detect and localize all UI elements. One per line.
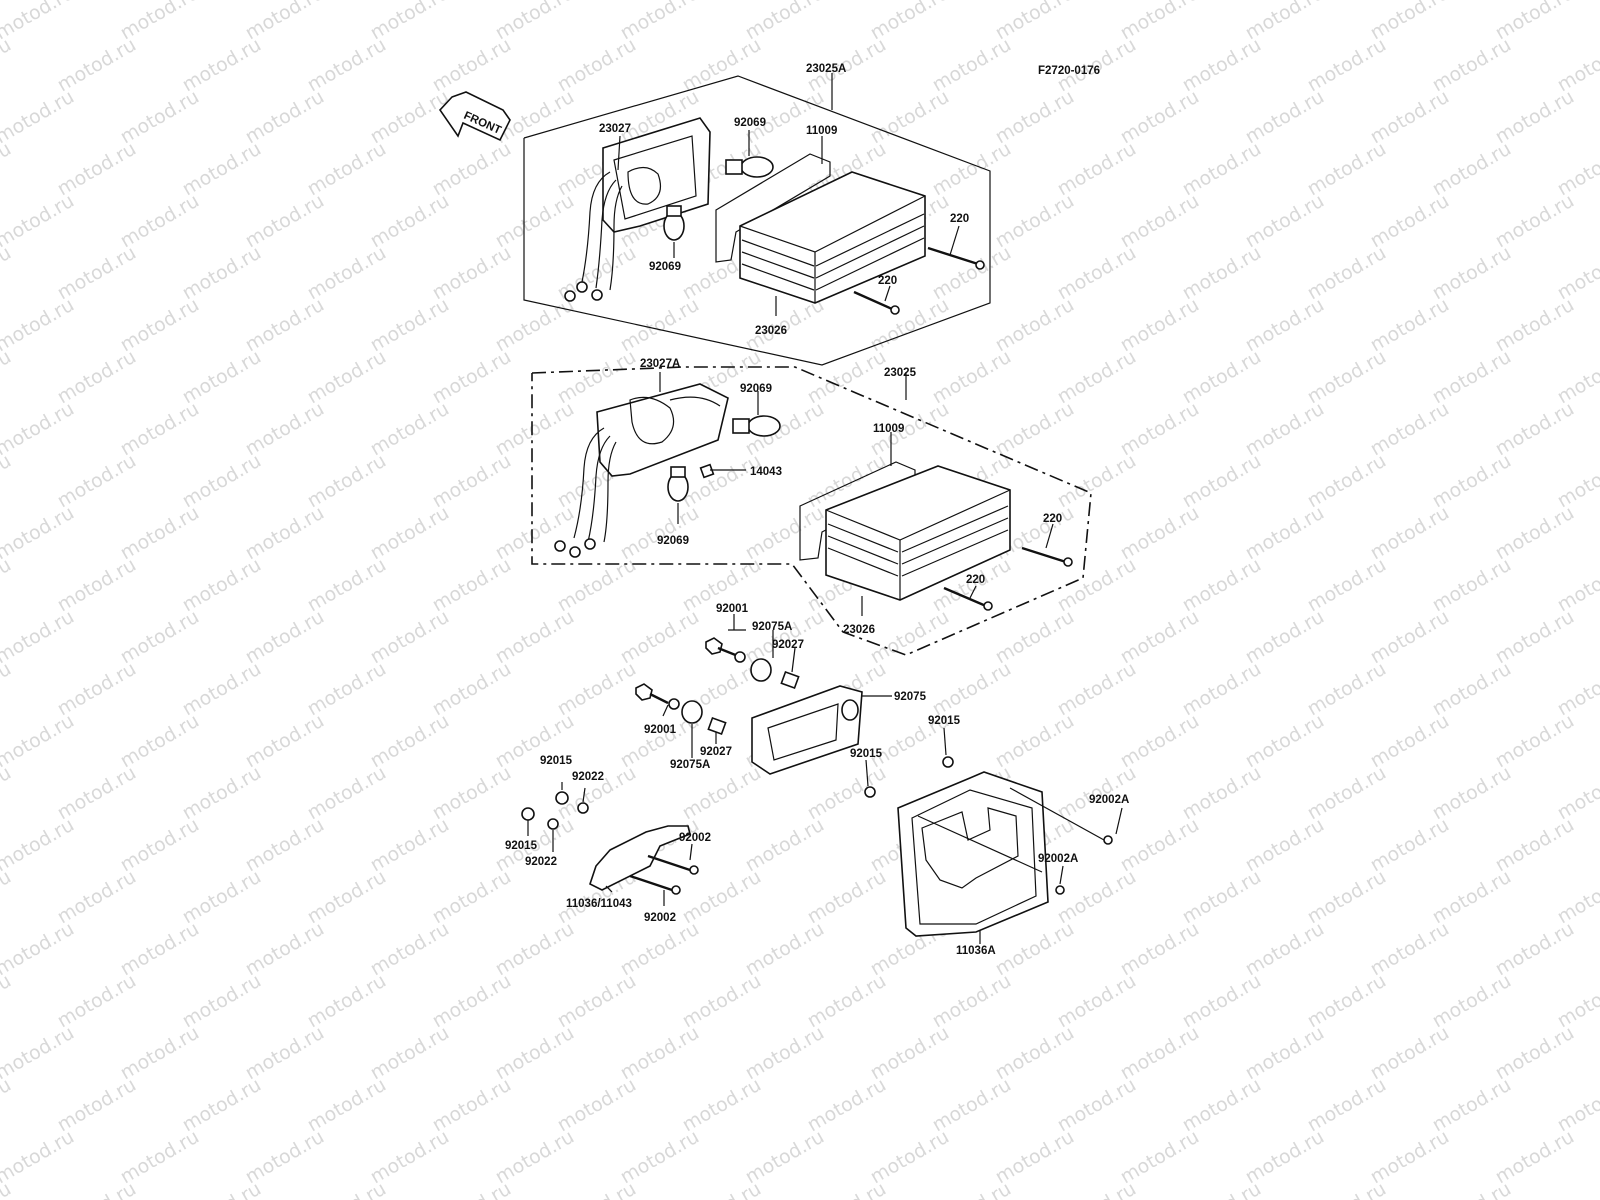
callout: 92015	[540, 755, 573, 767]
watermark-text: motod.ru	[1554, 1178, 1600, 1200]
callout: 92001	[716, 603, 749, 615]
watermark-text: motod.ru	[1429, 1178, 1515, 1200]
callout: 11009	[806, 125, 837, 137]
figure-code: F2720-0176	[1038, 65, 1100, 77]
watermark-text: motod.ru	[0, 190, 78, 253]
watermark-text: motod.ru	[0, 1126, 78, 1189]
callout: 92002A	[1089, 794, 1129, 806]
watermark-text: motod.ru	[0, 34, 15, 97]
callout: 220	[966, 574, 985, 586]
callout: 23026	[843, 624, 875, 636]
watermark-text: motod.ru	[0, 398, 78, 461]
license-light-assembly	[521, 614, 1123, 944]
callout: 92002	[644, 912, 676, 924]
front-arrow-icon: FRONT	[438, 91, 511, 142]
callout: 23025	[884, 367, 917, 379]
watermark-text: motod.ru	[1554, 762, 1600, 825]
callout: 220	[878, 275, 897, 287]
watermark-text: motod.ru	[679, 1178, 765, 1200]
callout: 92075	[894, 691, 927, 703]
callout: 23027A	[640, 358, 680, 370]
watermark-text: motod.ru	[1554, 658, 1600, 721]
callout: 92022	[525, 856, 557, 868]
callout: 23025A	[806, 63, 846, 75]
upper-tail-light-assembly	[523, 73, 991, 366]
watermark-text: motod.ru	[1554, 34, 1600, 97]
watermark-text: motod.ru	[1554, 554, 1600, 617]
callout: 92015	[505, 840, 538, 852]
callout: 92075A	[752, 621, 792, 633]
watermark-text: motod.ru	[804, 1178, 890, 1200]
watermark-text: motod.ru	[0, 710, 78, 773]
callout: 92069	[734, 117, 766, 129]
watermark-text: motod.ru	[0, 294, 78, 357]
watermark-text: motod.ru	[0, 242, 15, 305]
watermark-text: motod.ru	[1554, 242, 1600, 305]
watermark-text: motod.ru	[1054, 1178, 1140, 1200]
watermark-text: motod.ru	[554, 1178, 640, 1200]
lower-tail-light-assembly	[531, 366, 1092, 656]
watermark-text: motod.ru	[1179, 1178, 1265, 1200]
watermark-text: motod.ru	[0, 554, 15, 617]
callout: 92027	[772, 639, 804, 651]
watermark-text: motod.ru	[0, 502, 78, 565]
watermark-text: motod.ru	[1554, 866, 1600, 929]
callout: 92027	[700, 746, 732, 758]
callout: 11036A	[956, 945, 996, 957]
watermark-text: motod.ru	[0, 606, 78, 669]
watermark-text: motod.ru	[0, 450, 15, 513]
watermark-text: motod.ru	[0, 814, 78, 877]
watermark-text: motod.ru	[1554, 1074, 1600, 1137]
callout: 92001	[644, 724, 677, 736]
watermark-text: motod.ru	[1554, 138, 1600, 201]
callout: 92069	[740, 383, 772, 395]
watermark-text: motod.ru	[0, 866, 15, 929]
callout-labels: 23025A 23027 92069 11009 220 92069 220 2…	[505, 63, 1129, 957]
callout: 92002A	[1038, 853, 1078, 865]
watermark-text: motod.ru	[0, 346, 15, 409]
callout: 92022	[572, 771, 604, 783]
callout: 92069	[657, 535, 689, 547]
watermark-text: motod.ru	[0, 970, 15, 1033]
watermark-text: motod.ru	[429, 1178, 515, 1200]
callout: 11036/11043	[566, 898, 632, 910]
watermark-text: motod.ru	[0, 762, 15, 825]
watermark-text: motod.ru	[1554, 450, 1600, 513]
watermark-text: motod.ru	[54, 1178, 140, 1200]
watermark-text: motod.ru	[304, 1178, 390, 1200]
callout: 220	[1043, 513, 1062, 525]
watermark-text: motod.ru	[179, 1178, 265, 1200]
watermark-text: motod.ru	[1554, 346, 1600, 409]
callout: 220	[950, 213, 969, 225]
watermark-text: motod.ru	[0, 918, 78, 981]
callout: 23026	[755, 325, 787, 337]
callout: 92015	[928, 715, 961, 727]
callout: 14043	[750, 466, 782, 478]
watermark-text: motod.ru	[0, 1074, 15, 1137]
callout: 92069	[649, 261, 681, 273]
callout: 11009	[873, 423, 904, 435]
watermark-text: motod.ru	[929, 1178, 1015, 1200]
callout: 92015	[850, 748, 883, 760]
watermark-text: motod.ru	[0, 658, 15, 721]
watermark-text: motod.ru	[1554, 970, 1600, 1033]
watermark-text: motod.ru	[0, 0, 78, 44]
watermark-text: motod.ru	[0, 138, 15, 201]
callout: 92002	[679, 832, 711, 844]
callout: 92075A	[670, 759, 710, 771]
watermark-text: motod.ru	[0, 86, 78, 149]
watermark-text: motod.ru	[0, 1022, 78, 1085]
callout: 23027	[599, 123, 631, 135]
watermark-text: motod.ru	[1304, 1178, 1390, 1200]
